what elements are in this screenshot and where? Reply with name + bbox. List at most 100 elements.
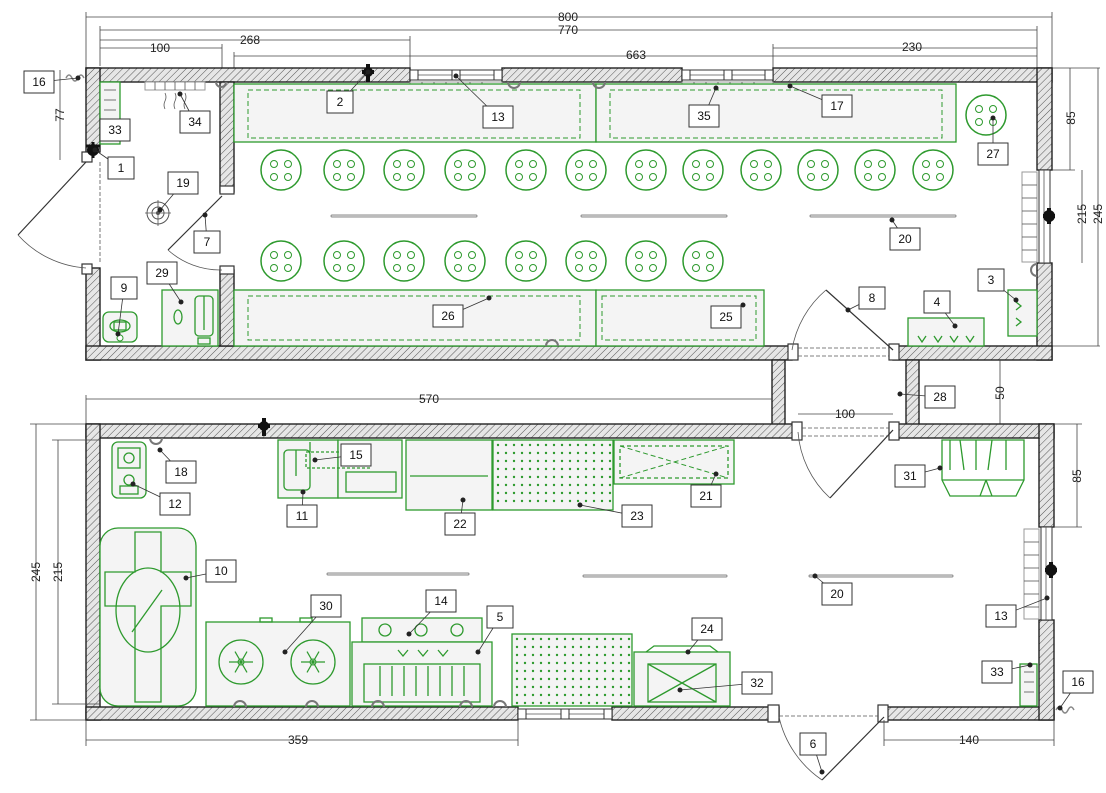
- dim-245-top: 245: [1091, 204, 1105, 224]
- serving-counter-top-left: [233, 83, 597, 143]
- appliance-24-32: [633, 645, 731, 707]
- callout-23: 23: [577, 502, 653, 528]
- callout-label: 25: [719, 310, 733, 324]
- outlet-16-top: [65, 74, 85, 82]
- callout-label: 29: [155, 266, 169, 280]
- callout-label: 2: [337, 95, 344, 109]
- dim-140: 140: [959, 733, 979, 747]
- callout-label: 28: [933, 390, 947, 404]
- callout-label: 12: [168, 497, 182, 511]
- callout-15: 15: [312, 443, 372, 467]
- callout-label: 24: [700, 622, 714, 636]
- callout-2: 2: [326, 69, 371, 114]
- dimensions-bottom: [30, 423, 1082, 746]
- dim-100: 100: [150, 41, 170, 55]
- callout-label: 20: [830, 587, 844, 601]
- callout-10: 10: [183, 559, 237, 583]
- callout-label: 30: [319, 599, 333, 613]
- dim-77: 77: [53, 108, 67, 122]
- appliance-12: [111, 441, 147, 499]
- callout-label: 18: [174, 465, 188, 479]
- appliance-10: [99, 527, 197, 707]
- callout-3: 3: [977, 268, 1019, 303]
- dim-215-top: 215: [1075, 204, 1089, 224]
- counter-4: [907, 317, 985, 347]
- callout-label: 22: [453, 517, 467, 531]
- callout-label: 32: [750, 676, 764, 690]
- callout-26: 26: [432, 295, 492, 328]
- dim-85-bottom: 85: [1070, 469, 1084, 483]
- sink-29: [161, 289, 219, 347]
- callout-31: 31: [894, 464, 943, 488]
- dim-359: 359: [288, 733, 308, 747]
- dim-570: 570: [419, 392, 439, 406]
- callout-label: 10: [214, 564, 228, 578]
- callout-28: 28: [897, 385, 956, 409]
- callout-label: 13: [994, 609, 1008, 623]
- dim-800: 800: [558, 10, 578, 24]
- callout-4: 4: [923, 290, 958, 329]
- callout-label: 13: [491, 110, 505, 124]
- appliance-9: [102, 311, 138, 343]
- callout-label: 27: [986, 147, 1000, 161]
- callout-label: 8: [869, 291, 876, 305]
- dim-85-top: 85: [1064, 111, 1078, 125]
- callout-label: 19: [176, 176, 190, 190]
- callout-label: 3: [988, 273, 995, 287]
- dim-770: 770: [558, 23, 578, 37]
- callout-label: 31: [903, 469, 917, 483]
- callout-label: 33: [990, 665, 1004, 679]
- label-callouts: 1234567891011121313141516161718192020212…: [23, 69, 1094, 775]
- freezer-30: [205, 617, 351, 707]
- dimensions-top: [59, 12, 1100, 347]
- callout-label: 35: [697, 109, 711, 123]
- callout-18: 18: [157, 447, 197, 484]
- callout-label: 34: [188, 115, 202, 129]
- counter-3: [1007, 289, 1038, 337]
- dim-663: 663: [626, 48, 646, 62]
- dim-230: 230: [902, 40, 922, 54]
- callout-label: 7: [204, 235, 211, 249]
- callout-16: 16: [23, 70, 81, 94]
- callout-29: 29: [146, 261, 184, 305]
- callout-21: 21: [690, 471, 722, 508]
- callout-label: 16: [1071, 675, 1085, 689]
- callout-11: 11: [286, 489, 318, 528]
- dimensions-middle: [85, 360, 1001, 426]
- callout-19: 19: [157, 171, 199, 213]
- callout-label: 23: [630, 509, 644, 523]
- callout-13: 13: [453, 73, 514, 129]
- callout-9: 9: [110, 276, 138, 337]
- callout-35: 35: [688, 85, 720, 128]
- table-21: [613, 439, 735, 485]
- callout-label: 6: [810, 737, 817, 751]
- callout-34: 34: [177, 91, 211, 134]
- callout-22: 22: [444, 497, 476, 536]
- dim-268: 268: [240, 33, 260, 47]
- callout-label: 9: [121, 281, 128, 295]
- callout-label: 14: [434, 594, 448, 608]
- dim-corridor-100: 100: [835, 407, 855, 421]
- floor-drain-19: [145, 200, 171, 226]
- dim-50: 50: [993, 386, 1007, 400]
- callout-13b: 13: [985, 595, 1050, 628]
- callout-17: 17: [787, 83, 853, 118]
- callout-32: 32: [677, 671, 773, 695]
- callout-27: 27: [977, 115, 1009, 166]
- callout-1: 1: [92, 147, 135, 180]
- callout-16b: 16: [1057, 670, 1094, 711]
- callout-label: 15: [349, 448, 363, 462]
- callout-label: 26: [441, 309, 455, 323]
- sink-11: [277, 439, 403, 499]
- callout-label: 33: [108, 123, 122, 137]
- callout-label: 5: [497, 610, 504, 624]
- serving-counter-bottom-left: [233, 289, 597, 347]
- callout-20b: 20: [812, 573, 853, 606]
- callout-label: 17: [830, 99, 844, 113]
- heater-34: [163, 92, 187, 110]
- callout-8: 8: [845, 286, 886, 313]
- door-8: [787, 289, 900, 361]
- callout-33b: 33: [981, 660, 1033, 684]
- callout-14: 14: [406, 589, 457, 637]
